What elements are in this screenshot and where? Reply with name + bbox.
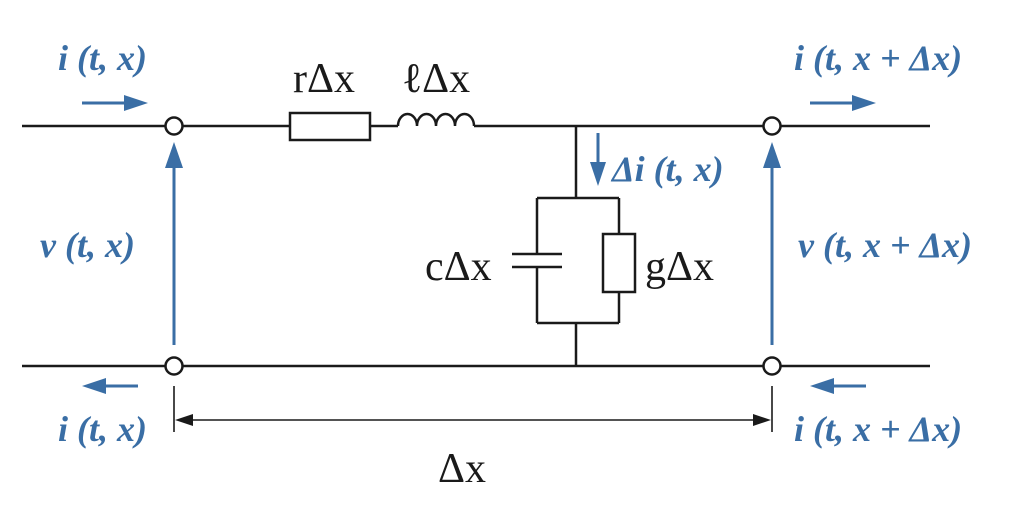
current-arrow-bottom-left-head	[82, 378, 106, 394]
current-arrow-bottom-right-head	[810, 378, 834, 394]
conductance-symbol	[601, 232, 637, 294]
current-arrow-top-right-head	[852, 95, 876, 111]
resistor-label: rΔx	[293, 56, 355, 102]
current-label-top-right: i (t, x + Δx)	[794, 38, 962, 78]
dimension-arrow-left	[175, 414, 193, 426]
voltage-arrow-right-head	[763, 142, 781, 168]
inductor-symbol	[396, 112, 476, 127]
current-label-bottom-left: i (t, x)	[58, 409, 147, 449]
current-label-top-left: i (t, x)	[58, 38, 147, 78]
delta-current-arrow-head	[590, 162, 606, 186]
current-arrow-top-left-head	[124, 95, 148, 111]
current-label-bottom-right: i (t, x + Δx)	[794, 409, 962, 449]
terminal-bottom-right	[762, 356, 782, 376]
delta-current-label: Δi (t, x)	[610, 149, 724, 189]
inductor-label: ℓΔx	[402, 56, 470, 102]
length-label: Δx	[438, 446, 486, 492]
dimension-arrow-right	[753, 414, 771, 426]
terminal-bottom-left	[164, 356, 184, 376]
resistor-symbol	[288, 111, 372, 142]
conductance-label: gΔx	[645, 244, 714, 290]
capacitor-label: cΔx	[425, 244, 492, 290]
voltage-label-left: v (t, x)	[40, 225, 135, 265]
terminal-top-right	[762, 116, 782, 136]
voltage-label-right: v (t, x + Δx)	[798, 225, 972, 265]
voltage-arrow-left-head	[165, 142, 183, 168]
terminal-top-left	[164, 116, 184, 136]
